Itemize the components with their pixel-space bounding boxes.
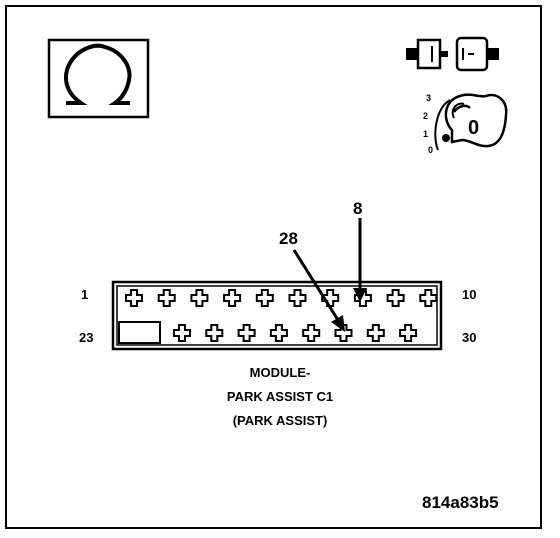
- terminal-cavity: [223, 289, 242, 307]
- terminal-cavity: [366, 324, 385, 342]
- callout-label-pin-28: 28: [279, 229, 298, 248]
- callout-leader-pin-28: [292, 249, 345, 332]
- key-face-label: 0: [468, 117, 479, 139]
- figure-border: [5, 5, 542, 529]
- pin-label-top-right: 10: [462, 287, 476, 302]
- terminal-cavity: [205, 324, 224, 342]
- key-position-1: 1: [423, 129, 428, 139]
- ignition-key-icon: [434, 93, 508, 151]
- terminal-cavity: [190, 289, 209, 307]
- connector-title-line-2: PARK ASSIST C1: [227, 389, 333, 404]
- terminal-cavity: [288, 289, 307, 307]
- terminal-cavity: [255, 289, 274, 307]
- pin-label-bottom-left: 23: [79, 330, 93, 345]
- key-position-2: 2: [423, 111, 428, 121]
- pin-row-top: [125, 289, 438, 307]
- callout-leader-pin-8: [353, 218, 367, 302]
- terminal-cavity: [399, 324, 418, 342]
- pin-label-bottom-right: 30: [462, 330, 476, 345]
- terminal-cavity: [302, 324, 321, 342]
- key-position-0: 0: [428, 145, 433, 155]
- terminal-cavity: [173, 324, 191, 342]
- figure-code: 814a83b5: [422, 493, 499, 512]
- pin-label-top-left: 1: [81, 287, 88, 302]
- key-position-3: 3: [426, 93, 431, 103]
- terminal-cavity: [269, 324, 288, 342]
- connector-title-line-1: MODULE-: [250, 365, 311, 380]
- terminal-cavity: [419, 289, 438, 307]
- terminal-cavity: [125, 289, 143, 307]
- terminal-cavity: [386, 289, 405, 307]
- blocked-cavity: [118, 321, 161, 344]
- ohmmeter-icon: [47, 38, 150, 119]
- terminal-cavity: [334, 324, 353, 342]
- connector-body: [111, 280, 443, 351]
- terminal-cavity: [353, 289, 372, 307]
- connector-title-line-3: (PARK ASSIST): [233, 413, 328, 428]
- pin-row-bottom: [173, 324, 418, 342]
- terminal-cavity: [157, 289, 176, 307]
- disconnected-connector-icon: [406, 36, 499, 72]
- terminal-cavity: [237, 324, 256, 342]
- callout-label-pin-8: 8: [353, 199, 362, 218]
